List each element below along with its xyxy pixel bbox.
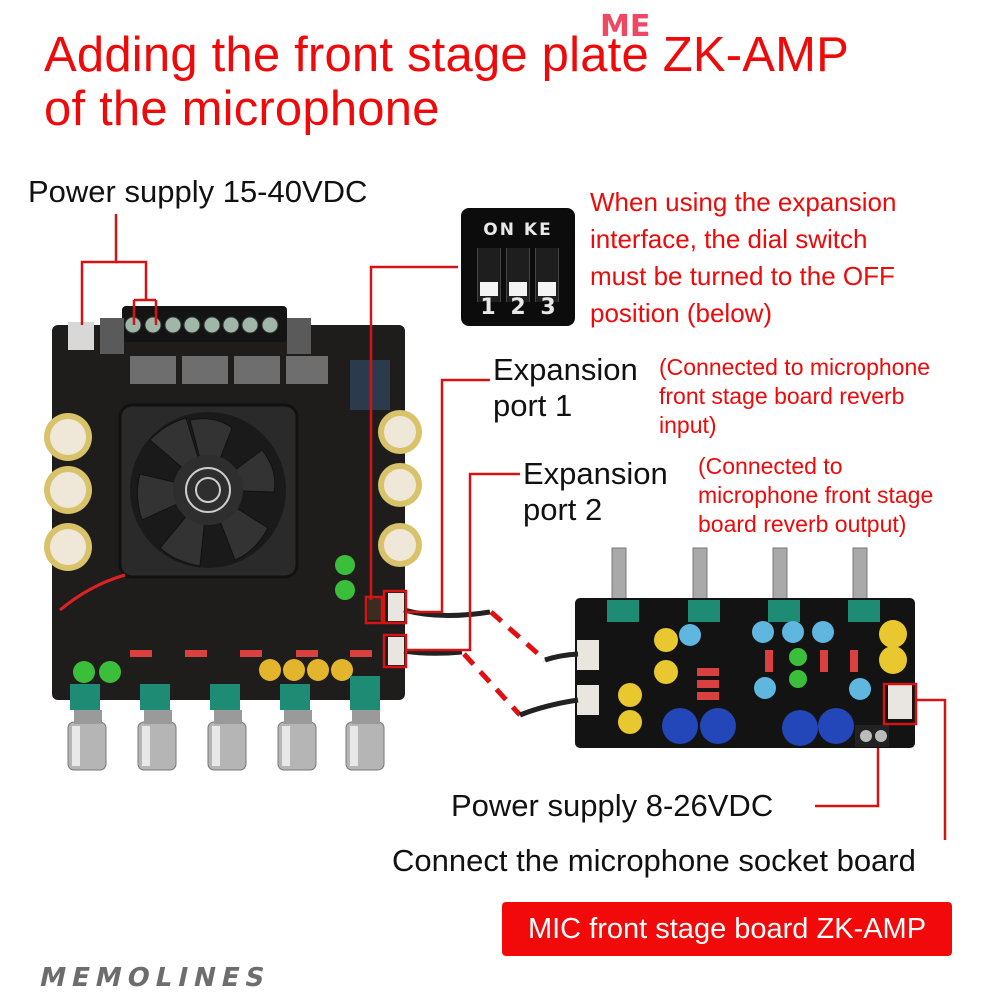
dial-switch-note: When using the expansion interface, the … — [590, 184, 896, 332]
dial-note-line: When using the expansion — [590, 187, 897, 217]
port-2-note: (Connected to microphone front stage boa… — [698, 452, 933, 539]
port-1-note-line: input) — [659, 412, 717, 438]
capacitors-left — [44, 413, 92, 571]
expansion-port-1-label: Expansion port 1 — [493, 352, 638, 424]
mic-front-stage-board — [575, 547, 915, 748]
dial-note-line: interface, the dial switch — [590, 224, 868, 254]
dip-switch-1[interactable] — [477, 248, 501, 302]
dip-switch-header: ON KE — [483, 220, 553, 240]
dial-note-line: position (below) — [590, 298, 773, 328]
main-board-knobs — [67, 676, 385, 771]
port-2-note-line: board reverb output) — [698, 511, 907, 537]
cables — [403, 607, 579, 718]
cooling-fan-icon — [118, 403, 299, 579]
port-1-note: (Connected to microphone front stage boa… — [659, 353, 930, 440]
dip-number-2: 2 — [510, 295, 526, 320]
main-amplifier-board — [44, 306, 422, 771]
port-1-line: port 1 — [493, 388, 573, 423]
dial-note-line: must be turned to the OFF — [590, 261, 895, 291]
port-2-line: port 2 — [523, 492, 603, 527]
dip-switch: ON KE 1 2 3 — [461, 208, 575, 326]
page-title: Adding the front stage plate ZK-AMP of t… — [44, 28, 849, 136]
dip-number-1: 1 — [480, 295, 496, 320]
port-2-note-line: (Connected to — [698, 453, 843, 479]
power-supply-main-label: Power supply 15-40VDC — [28, 174, 368, 209]
port-2-note-line: microphone front stage — [698, 482, 934, 508]
capacitors-right — [378, 410, 422, 567]
port-1-note-line: front stage board reverb — [659, 383, 905, 409]
power-supply-mic-label: Power supply 8-26VDC — [451, 788, 774, 823]
dip-switch-2[interactable] — [506, 248, 530, 302]
title-line-2: of the microphone — [44, 82, 440, 136]
port-1-line: Expansion — [493, 352, 638, 387]
watermark-text: MEMOLINES — [36, 963, 274, 993]
leader-lines — [80, 214, 947, 840]
expansion-port-2-label: Expansion port 2 — [523, 456, 668, 528]
product-badge: MIC front stage board ZK-AMP — [502, 902, 952, 956]
port-2-line: Expansion — [523, 456, 668, 491]
watermark-logo: ME — [600, 9, 651, 44]
dip-switch-3[interactable] — [535, 248, 559, 302]
mic-socket-label: Connect the microphone socket board — [392, 843, 916, 878]
screw-terminals — [124, 316, 279, 334]
port-1-note-line: (Connected to microphone — [659, 354, 931, 380]
dip-number-3: 3 — [540, 295, 556, 320]
title-line-1: Adding the front stage plate ZK-AMP — [44, 28, 850, 82]
